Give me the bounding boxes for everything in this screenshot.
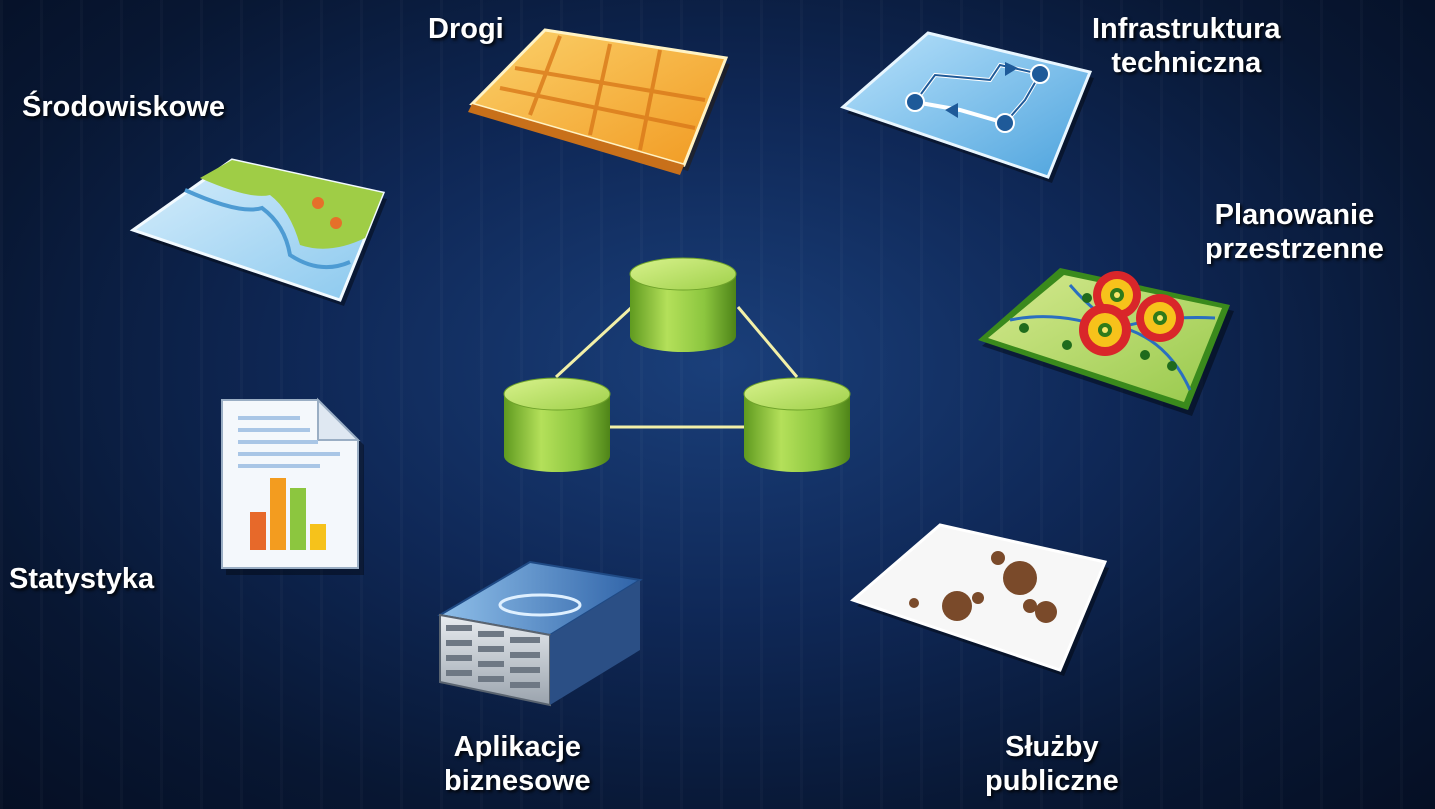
label-spatial-planning: Planowanie przestrzenne xyxy=(1205,198,1384,266)
label-business-applications: Aplikacje biznesowe xyxy=(444,730,591,798)
label-line: Aplikacje xyxy=(453,731,581,763)
server-icon xyxy=(437,560,643,707)
statistics-document-icon xyxy=(221,397,364,575)
label-line: techniczna xyxy=(1111,47,1262,79)
database-cylinder-icon xyxy=(503,377,611,472)
database-cylinder-icon xyxy=(743,377,851,472)
network-map-icon xyxy=(840,31,1094,183)
connector-top-right xyxy=(736,306,799,378)
environment-map-icon xyxy=(129,158,387,306)
label-roads: Drogi xyxy=(428,13,504,45)
label-line: Planowanie xyxy=(1214,199,1375,231)
label-line: publiczne xyxy=(985,765,1119,797)
label-line: biznesowe xyxy=(444,765,591,797)
label-public-services: Służby publiczne xyxy=(985,730,1119,798)
hotspot xyxy=(1136,294,1184,342)
label-technical-infrastructure: Infrastruktura techniczna xyxy=(1092,12,1281,80)
connector-top-left xyxy=(554,305,634,379)
road-map-icon xyxy=(468,28,730,175)
label-statistics: Statystyka xyxy=(9,563,155,595)
public-services-map-icon xyxy=(850,523,1109,676)
hotspot xyxy=(1079,304,1131,356)
label-line: Infrastruktura xyxy=(1092,13,1281,45)
database-connectors xyxy=(554,305,799,429)
database-cylinder-icon xyxy=(629,257,737,352)
label-line: przestrzenne xyxy=(1205,233,1384,265)
planning-map-icon xyxy=(978,268,1234,416)
label-line: Służby xyxy=(1005,731,1099,763)
label-environmental: Środowiskowe xyxy=(22,91,226,123)
